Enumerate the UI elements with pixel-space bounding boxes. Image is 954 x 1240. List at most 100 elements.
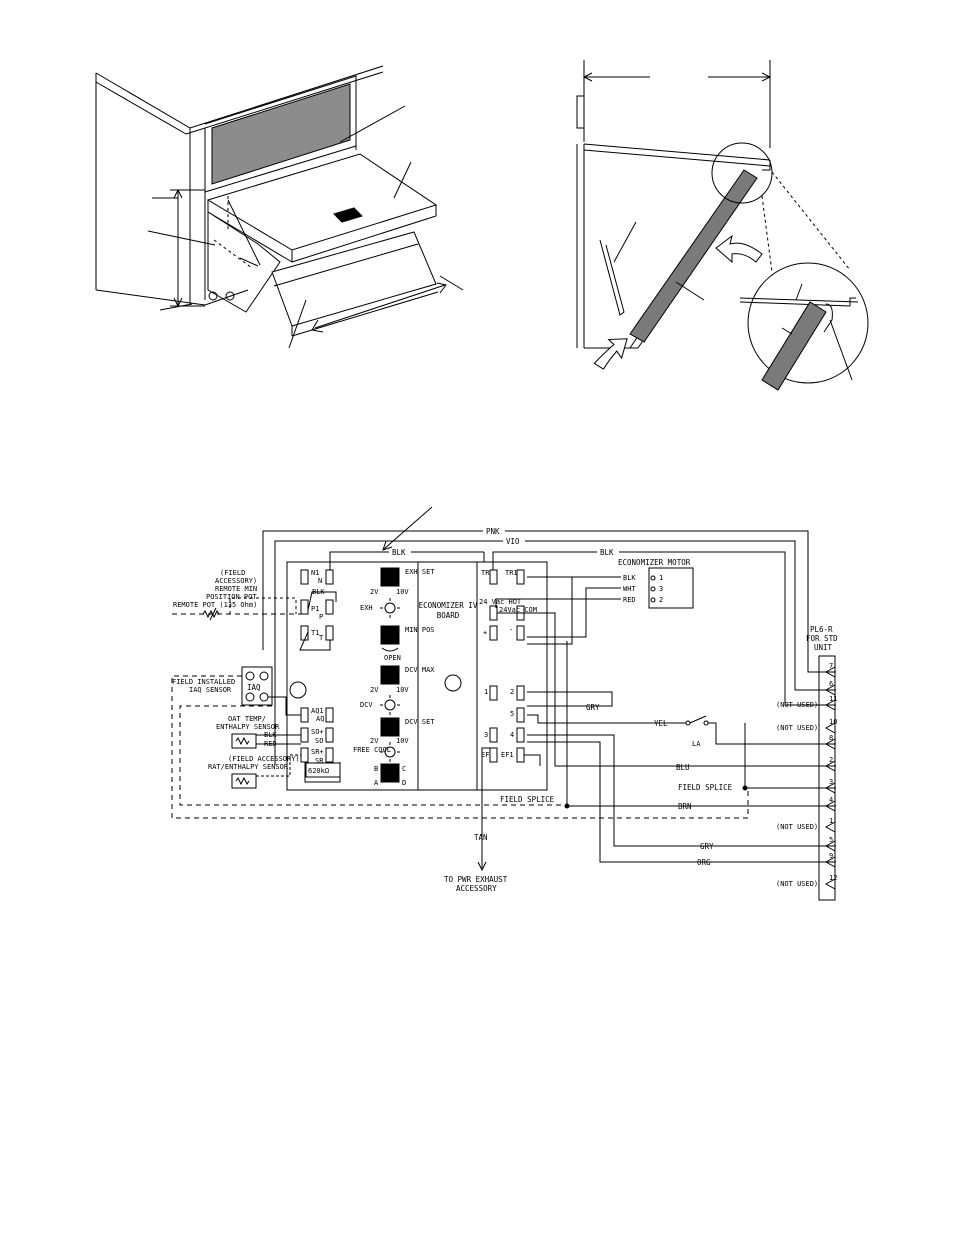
terminal[interactable] — [325, 599, 334, 615]
leader-line-7 — [439, 275, 464, 291]
plug-pin-socket[interactable] — [824, 738, 836, 750]
board-title: ECONOMIZER IV — [419, 601, 478, 610]
terminal[interactable] — [300, 625, 309, 641]
filter-opening — [211, 83, 351, 185]
dcv-set-pot[interactable] — [380, 717, 400, 737]
terminal[interactable] — [516, 625, 525, 641]
plug-pin-note: (NOT USED) — [776, 701, 818, 709]
pot-label: MIN POS — [405, 626, 435, 634]
resistor-label: 620kΩ — [308, 767, 329, 775]
terminal[interactable] — [325, 569, 334, 585]
terminal-label: AQ — [316, 715, 324, 723]
motor-pin[interactable] — [650, 597, 656, 603]
leader-line-8 — [227, 199, 261, 266]
terminal[interactable] — [300, 747, 309, 763]
terminal[interactable] — [325, 727, 334, 743]
terminal[interactable] — [516, 569, 525, 585]
motor-wire: RED — [623, 596, 636, 604]
terminal[interactable] — [300, 569, 309, 585]
terminal[interactable] — [489, 625, 498, 641]
plug-pin-socket[interactable] — [824, 840, 836, 852]
motor-pin[interactable] — [650, 575, 656, 581]
plug-pin-socket[interactable] — [824, 782, 836, 794]
free-cool-pot[interactable] — [380, 763, 400, 783]
range-label: 2V — [370, 737, 379, 745]
terminal[interactable] — [489, 747, 498, 763]
plug-title-2: FOR STD — [806, 634, 838, 643]
iaq-pin[interactable] — [259, 671, 269, 681]
plug-title-3: UNIT — [814, 643, 833, 652]
pot-letter: B — [374, 765, 378, 773]
filter-section-illustration — [576, 60, 869, 391]
wire-vio — [274, 540, 836, 765]
hood-vent-grille — [333, 207, 363, 223]
plug-pin-socket[interactable] — [824, 699, 836, 711]
iaq-pin[interactable] — [245, 671, 255, 681]
plug-pin-socket[interactable] — [824, 800, 836, 812]
terminal-label: 3 — [484, 731, 488, 739]
terminal-label: 1 — [484, 688, 488, 696]
terminal[interactable] — [516, 707, 525, 723]
terminal[interactable] — [489, 685, 498, 701]
pot-letter: A — [374, 779, 379, 787]
wire-blu — [497, 612, 836, 767]
terminal[interactable] — [489, 727, 498, 743]
motor-pin-num: 1 — [659, 574, 663, 582]
plug-pin-socket[interactable] — [824, 878, 836, 890]
terminal[interactable] — [325, 707, 334, 723]
wire-label-yel: YEL — [654, 719, 668, 728]
oat-label-2: ENTHALPY SENSOR — [216, 723, 280, 731]
terminal[interactable] — [516, 727, 525, 743]
unit-top-edge-inner — [95, 81, 187, 135]
terminal[interactable] — [489, 605, 498, 621]
terminal[interactable] — [516, 685, 525, 701]
plug-pin-number: 12 — [829, 874, 837, 882]
iaq-pin[interactable] — [245, 692, 255, 702]
plug-pin-number: 3 — [829, 778, 833, 786]
remote-pot-title-4: POSITION POT — [206, 593, 257, 601]
terminal[interactable] — [516, 747, 525, 763]
economizer-board — [286, 561, 548, 791]
wire-blk-4 — [563, 551, 836, 706]
motor-wire-red — [495, 598, 621, 608]
open-arrow-icon — [381, 647, 399, 652]
remote-pot-wire-2 — [299, 631, 331, 651]
dcv-max-pot[interactable] — [380, 665, 400, 685]
min-pos-pot[interactable] — [380, 625, 400, 645]
plug-pin-socket[interactable] — [824, 722, 836, 734]
plug-pin-socket[interactable] — [824, 684, 836, 696]
terminal[interactable] — [300, 727, 309, 743]
terminal[interactable] — [300, 599, 309, 615]
plug-pin-socket[interactable] — [824, 666, 836, 678]
motor-pin[interactable] — [650, 586, 656, 592]
remote-pot-wire — [307, 591, 337, 611]
field-dashed-box — [171, 675, 749, 819]
remote-pot-title: (FIELD — [220, 569, 245, 577]
motor-pin-num: 2 — [659, 596, 663, 604]
board-mount-hole-left — [289, 681, 307, 699]
plug-pin-number: 10 — [829, 718, 837, 726]
wire-label-blk: BLK — [600, 548, 614, 557]
plug-pin-socket[interactable] — [824, 760, 836, 772]
plug-pin-socket[interactable] — [824, 821, 836, 833]
terminal[interactable] — [325, 625, 334, 641]
la-switch-contact — [685, 720, 691, 726]
dcv-led-icon — [380, 695, 400, 715]
exh-set-pot[interactable] — [380, 567, 400, 587]
pot-label: EXH SET — [405, 568, 435, 576]
terminal[interactable] — [325, 747, 334, 763]
plug-pin-socket[interactable] — [824, 856, 836, 868]
hood-top — [583, 143, 771, 161]
terminal-label: EF1 — [501, 751, 514, 759]
leader-line — [339, 105, 406, 143]
hood-top-lip — [207, 211, 293, 263]
terminal[interactable] — [489, 569, 498, 585]
terminal-label: - — [509, 626, 513, 634]
iaq-pin[interactable] — [259, 692, 269, 702]
terminal[interactable] — [300, 707, 309, 723]
detail-link — [761, 195, 773, 273]
wire-ef1 — [524, 754, 541, 766]
